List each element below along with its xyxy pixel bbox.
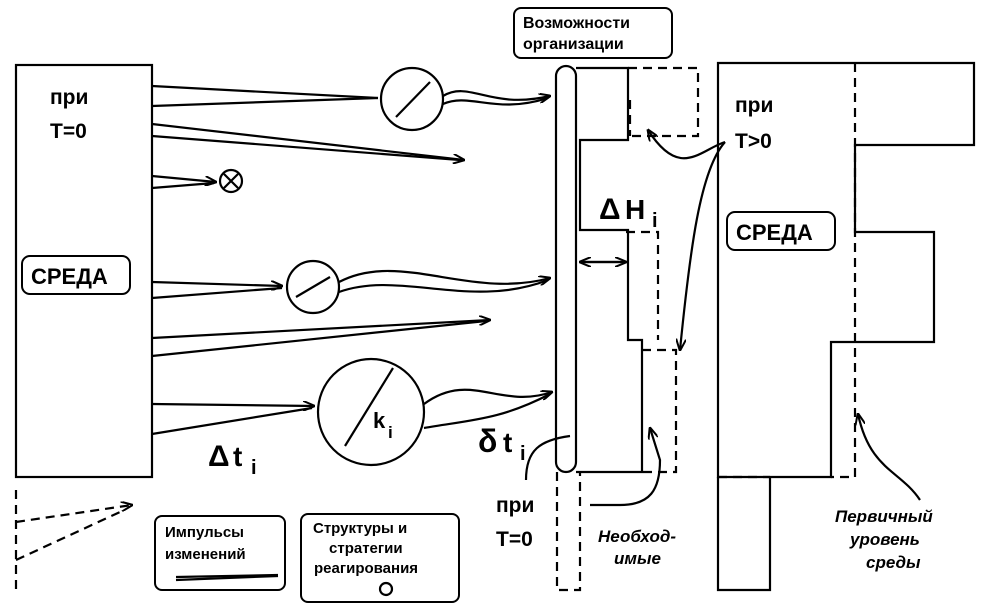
right-environment-badge xyxy=(726,211,836,251)
response-circle-ki xyxy=(316,357,426,467)
org-title-line2: организации xyxy=(523,36,624,53)
small-delta-symbol: δ xyxy=(478,423,497,459)
primary-pointer xyxy=(858,414,921,501)
response-circle-ki-slash xyxy=(344,367,394,447)
cross-mark-icon xyxy=(223,173,239,189)
dashed-impulse-arrow xyxy=(15,505,132,524)
small-delta-pointer xyxy=(524,434,571,481)
k-subscript: i xyxy=(388,423,393,442)
primary-level-line xyxy=(831,63,857,479)
impulse-arrow xyxy=(151,96,379,108)
org-condition-label-1: при xyxy=(496,494,534,517)
required-level-arrow-top xyxy=(648,130,726,160)
delta-t-symbol: Δ xyxy=(208,440,230,473)
required-level-arrow-bottom xyxy=(680,141,726,350)
dashed-impulse-arrow-2 xyxy=(15,511,121,561)
impulse-arrow xyxy=(151,286,283,300)
legend-impulse-symbol xyxy=(175,573,279,579)
necessary-pointer xyxy=(590,428,662,507)
right-condition-label-1: при xyxy=(735,94,773,117)
small-delta-subscript: i xyxy=(520,443,526,465)
right-condition-label-2: T>0 xyxy=(735,130,772,153)
response-arrow-2b xyxy=(338,278,549,294)
response-circle-1-slash xyxy=(395,81,431,118)
delta-h-symbol: Δ xyxy=(599,193,621,226)
impulse-arrow xyxy=(151,282,282,286)
legend-impulses-line1: Импульсы xyxy=(165,524,244,541)
legend-impulse-symbol-2 xyxy=(175,574,279,582)
legend-structures-line1: Структуры и xyxy=(313,520,407,537)
response-arrow-3 xyxy=(423,388,552,405)
delta-t-letter: t xyxy=(233,441,242,472)
response-circle-2-slash xyxy=(295,276,331,298)
impulse-arrow xyxy=(151,122,464,160)
delta-t-subscript: i xyxy=(251,457,257,479)
impulse-arrow xyxy=(151,174,216,182)
impulse-arrow xyxy=(151,320,490,340)
legend-structure-symbol xyxy=(378,581,394,597)
right-block-base xyxy=(716,477,772,592)
impulse-arrow xyxy=(151,181,215,190)
org-title-line1: Возможности xyxy=(523,15,630,32)
left-environment-label: СРЕДА xyxy=(31,264,108,289)
left-environment-block xyxy=(14,63,154,479)
response-arrow-3b xyxy=(423,393,551,430)
left-condition-label-2: T=0 xyxy=(50,120,87,143)
right-environment-label: СРЕДА xyxy=(736,220,813,245)
impulse-arrow xyxy=(151,404,314,406)
legend-impulses-box xyxy=(154,515,286,591)
response-arrow-1b xyxy=(442,96,549,106)
org-title-box xyxy=(513,7,673,59)
org-capability-profile xyxy=(576,66,644,474)
response-arrow-1 xyxy=(442,90,550,100)
delta-h-letter: H xyxy=(625,194,645,225)
primary-label-2: уровень xyxy=(849,530,920,549)
primary-label-1: Первичный xyxy=(835,507,933,526)
necessary-outline-mid xyxy=(626,230,660,340)
impulse-arrow xyxy=(151,134,461,162)
primary-label-3: среды xyxy=(866,553,921,572)
right-environment-block xyxy=(716,61,976,479)
left-environment-badge xyxy=(21,255,131,295)
impulse-arrow xyxy=(151,84,379,100)
delta-h-subscript: i xyxy=(652,210,658,232)
legend-structures-line2: стратегии xyxy=(329,540,403,557)
org-condition-label-2: T=0 xyxy=(496,528,533,551)
response-arrow-2 xyxy=(338,269,550,284)
legend-structures-line3: реагирования xyxy=(314,560,418,577)
impulse-arrow xyxy=(151,319,487,358)
necessary-label-1: Необход- xyxy=(598,527,676,546)
legend-structures-box xyxy=(300,513,460,603)
org-wall-extension xyxy=(555,472,582,592)
org-capability-wall xyxy=(554,64,578,474)
legend-impulses-line2: изменений xyxy=(165,546,246,563)
impulse-arrow xyxy=(151,406,313,436)
k-label: k xyxy=(373,408,386,433)
left-condition-label-1: при xyxy=(50,86,88,109)
necessary-outline-top xyxy=(628,66,700,138)
necessary-label-2: имые xyxy=(614,549,661,568)
small-delta-letter: t xyxy=(503,427,512,458)
